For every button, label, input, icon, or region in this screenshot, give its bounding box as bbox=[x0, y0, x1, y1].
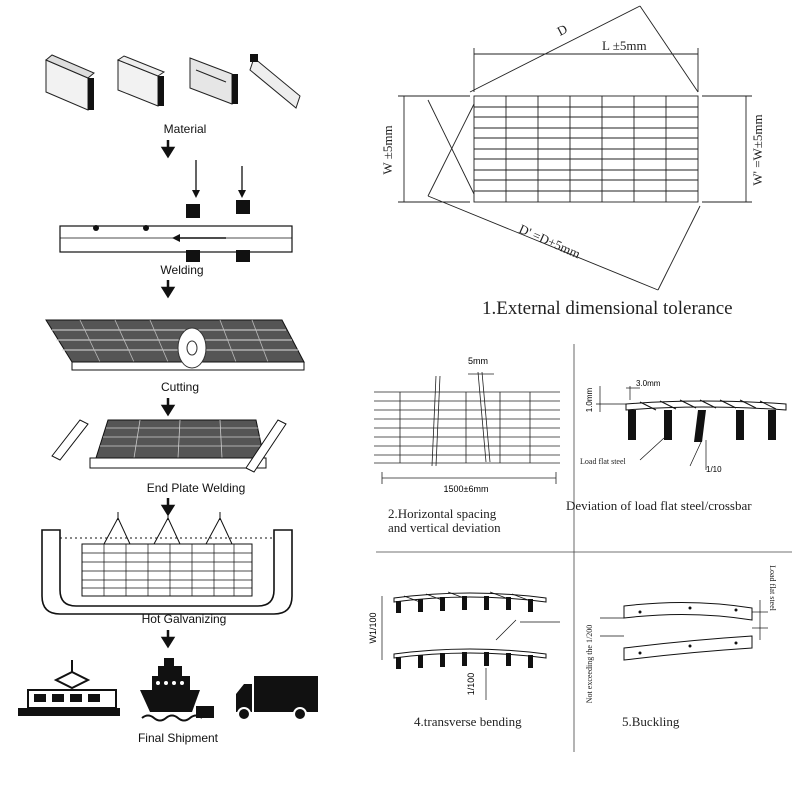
train-icon bbox=[18, 660, 120, 716]
shipment-label: Final Shipment bbox=[138, 731, 219, 745]
cutting-label: Cutting bbox=[161, 380, 199, 394]
flow-arrow-5 bbox=[160, 630, 176, 649]
bending-w-label: W1/100 bbox=[368, 612, 378, 643]
flow-arrow-3 bbox=[160, 398, 176, 417]
spacing-diagram bbox=[374, 371, 560, 484]
deviation-diagram: 3.0mm 1.0mm Load flat steel 1/10 bbox=[580, 379, 787, 474]
deviation-caption: Deviation of load flat steel/crossbar bbox=[566, 498, 752, 513]
truck-icon bbox=[236, 676, 318, 721]
deviation-dim-v: 1.0mm bbox=[585, 387, 594, 412]
galvanizing-tank bbox=[41, 512, 293, 615]
bending-l-label: 1/100 bbox=[466, 673, 476, 696]
diag-D-prime-label: D' =D±5mm bbox=[517, 221, 583, 261]
flow-arrow-4 bbox=[160, 498, 176, 517]
width-prime-label: W' =W±5mm bbox=[750, 114, 765, 185]
welding-label: Welding bbox=[160, 263, 203, 277]
end-plate-grating bbox=[51, 419, 287, 473]
tolerance-title: 1.External dimensional tolerance bbox=[482, 298, 733, 319]
buckling-side-label: Not exceeding the 1/200 bbox=[585, 625, 594, 703]
spacing-bottom-dim: 1500±6mm bbox=[444, 484, 489, 494]
flow-arrow-2 bbox=[160, 280, 176, 299]
deviation-dim-h: 3.0mm bbox=[636, 379, 661, 388]
buckling-diagram: Not exceeding the 1/200 Load flat steel bbox=[585, 565, 777, 703]
ship-icon bbox=[140, 658, 214, 722]
cutting-grating bbox=[45, 319, 305, 371]
tolerance-diagram: D L ±5mm W ±5mm W' =W±5mm D' =D±5mm 1.Ex… bbox=[380, 5, 765, 319]
deviation-ratio: 1/10 bbox=[706, 465, 722, 474]
diag-D-label: D bbox=[555, 21, 570, 39]
bending-caption: 4.transverse bending bbox=[414, 714, 522, 729]
width-label: W ±5mm bbox=[380, 125, 395, 174]
buckling-load-label: Load flat steel bbox=[768, 565, 777, 612]
spacing-caption-2: and vertical deviation bbox=[388, 520, 501, 535]
spacing-caption-1: 2.Horizontal spacing bbox=[388, 506, 497, 521]
welding-machine bbox=[59, 160, 293, 262]
deviation-load-label: Load flat steel bbox=[580, 457, 627, 466]
process-flow: Material Welding bbox=[18, 54, 318, 745]
galvanizing-label: Hot Galvanizing bbox=[142, 612, 227, 626]
material-label: Material bbox=[164, 122, 207, 136]
end-plate-label: End Plate Welding bbox=[147, 481, 246, 495]
material-pieces bbox=[45, 54, 301, 111]
spacing-top-dim: 5mm bbox=[468, 356, 488, 366]
length-label: L ±5mm bbox=[602, 38, 647, 53]
buckling-caption: 5.Buckling bbox=[622, 714, 680, 729]
bending-diagram: W1/100 1/100 bbox=[368, 591, 560, 700]
flow-arrow-1 bbox=[160, 140, 176, 159]
